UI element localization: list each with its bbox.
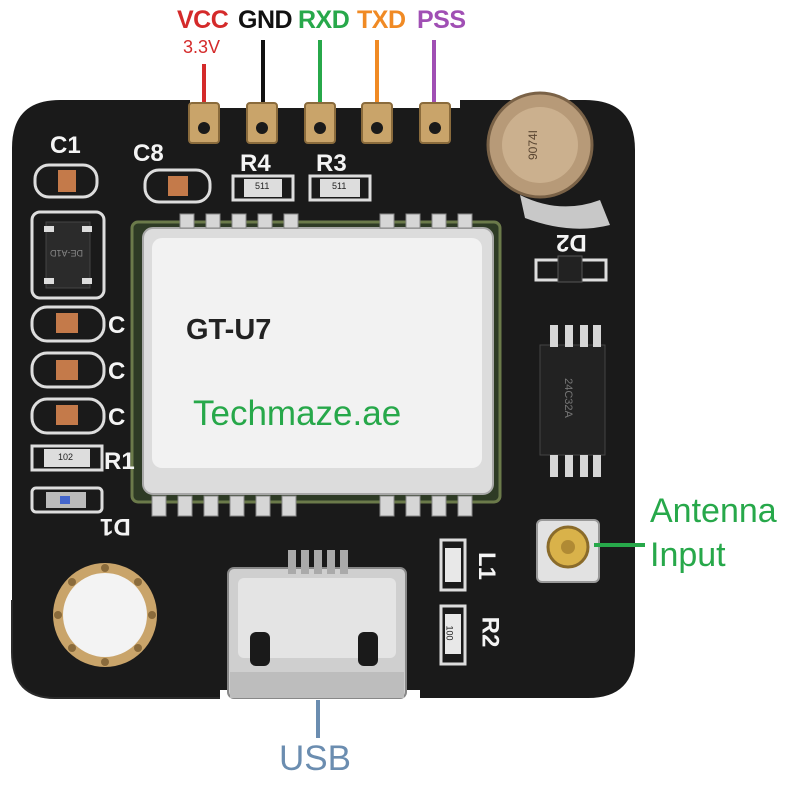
silk-l1: L1 bbox=[473, 551, 501, 581]
mark-r1: 102 bbox=[58, 452, 74, 462]
silk-c1: C1 bbox=[50, 132, 81, 159]
mark-ic-left: DE-A1D bbox=[50, 248, 84, 258]
usb-label: USB bbox=[279, 739, 351, 778]
silk-r1: R1 bbox=[104, 448, 135, 475]
mark-r2: 100 bbox=[444, 625, 455, 641]
brand-text: Techmaze.ae bbox=[193, 394, 402, 433]
mark-r3: 511 bbox=[332, 181, 347, 191]
mark-ic-right: 24C32A bbox=[561, 378, 574, 418]
pin-label-pss: PSS bbox=[417, 6, 466, 34]
antenna-label-line2: Input bbox=[650, 536, 726, 574]
silk-d2: D2 bbox=[556, 229, 587, 256]
silk-c-a: C bbox=[108, 312, 126, 339]
pin-label-rxd: RXD bbox=[298, 6, 350, 34]
silk-r3: R3 bbox=[316, 150, 347, 177]
left-capacitors bbox=[30, 305, 106, 435]
mark-buzzer: 9074I bbox=[526, 129, 541, 161]
silk-c-c: C bbox=[108, 404, 126, 431]
silk-c-b: C bbox=[108, 358, 126, 385]
vcc-voltage: 3.3V bbox=[183, 37, 221, 57]
antenna-label-line1: Antenna bbox=[650, 492, 777, 530]
mark-r4: 511 bbox=[255, 181, 270, 191]
pin-label-gnd: GND bbox=[238, 6, 293, 34]
silk-c8: C8 bbox=[133, 140, 164, 167]
silk-r4: R4 bbox=[240, 150, 271, 177]
silk-d1: D1 bbox=[100, 513, 131, 540]
pin-label-txd: TXD bbox=[357, 6, 406, 34]
pin-label-vcc: VCC bbox=[177, 6, 229, 34]
silk-r2: R2 bbox=[476, 616, 504, 648]
module-label: GT-U7 bbox=[186, 314, 272, 346]
